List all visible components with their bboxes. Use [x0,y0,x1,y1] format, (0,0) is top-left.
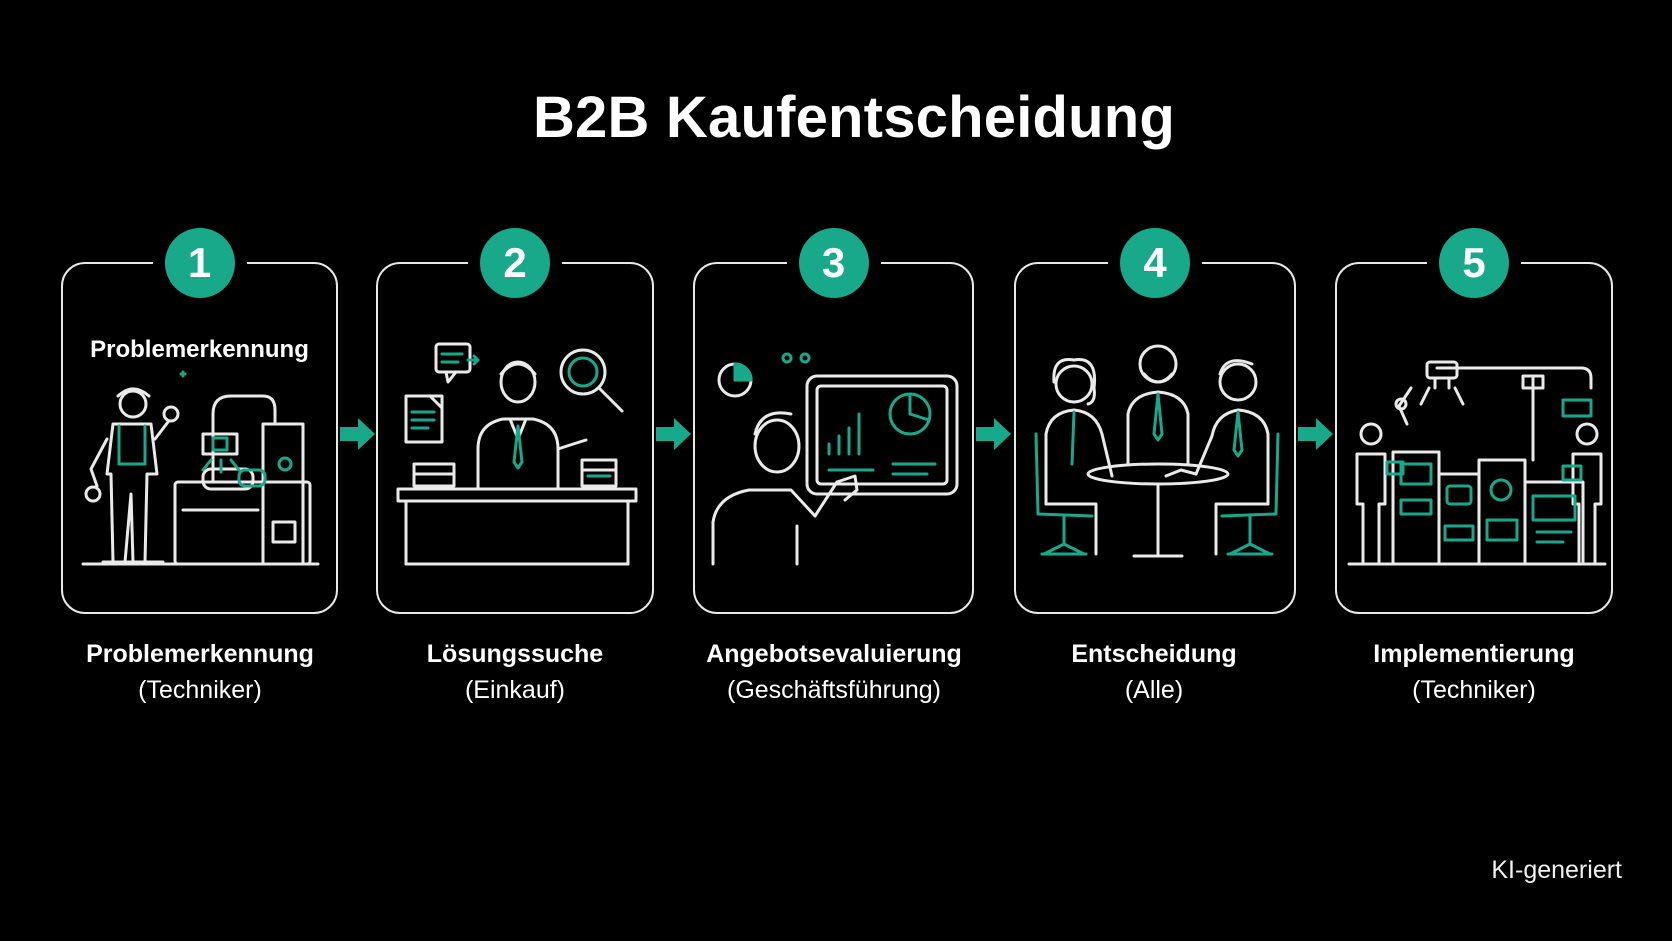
page-title: B2B Kaufentscheidung [532,85,1176,150]
step-role: (Techniker) [138,676,262,704]
ai-generated-label: KI-generiert [1491,856,1622,884]
step-caption-3: Angebotsevaluierung (Geschäftsführung) [684,636,984,708]
technician-machine-icon [81,370,320,566]
step-name: Lösungssuche [426,640,604,668]
step-name: Implementierung [1373,640,1575,668]
step-card-1: 1 Problemerkennung [61,228,338,614]
step-role: (Einkauf) [464,676,566,704]
arrow-right-icon [1298,418,1333,450]
step-number-badge: 4 [1120,228,1190,298]
step-name: Angebotsevaluierung [706,640,962,668]
step-number-badge: 2 [480,228,550,298]
meeting-handshake-icon [1034,344,1280,558]
buyer-desk-search-icon [396,342,638,566]
arrow-right-icon [976,418,1011,450]
arrow-right-icon [656,418,691,450]
step-card-3: 3 [693,228,974,614]
step-role: (Geschäftsführung) [727,676,941,704]
step-name: Entscheidung [1071,640,1237,668]
step-caption-5: Implementierung (Techniker) [1324,636,1624,708]
arrow-right-icon [340,418,375,450]
step-card-5: 5 [1335,228,1613,614]
step-role: (Alle) [1124,676,1184,704]
step-caption-1: Problemerkennung (Techniker) [50,636,350,708]
step-card-4: 4 [1014,228,1296,614]
step-role: (Techniker) [1412,676,1536,704]
step-number-badge: 1 [164,228,235,298]
step-caption-2: Lösungssuche (Einkauf) [365,636,665,708]
step-card-2: 2 [376,228,654,614]
step-number-badge: 3 [798,228,869,298]
step-name: Problemerkennung [86,640,314,668]
card-heading: Problemerkennung [90,336,309,363]
step-caption-4: Entscheidung (Alle) [1004,636,1304,708]
executive-dashboard-icon [711,352,959,566]
factory-robot-icon [1347,360,1607,566]
step-number-badge: 5 [1439,228,1509,298]
